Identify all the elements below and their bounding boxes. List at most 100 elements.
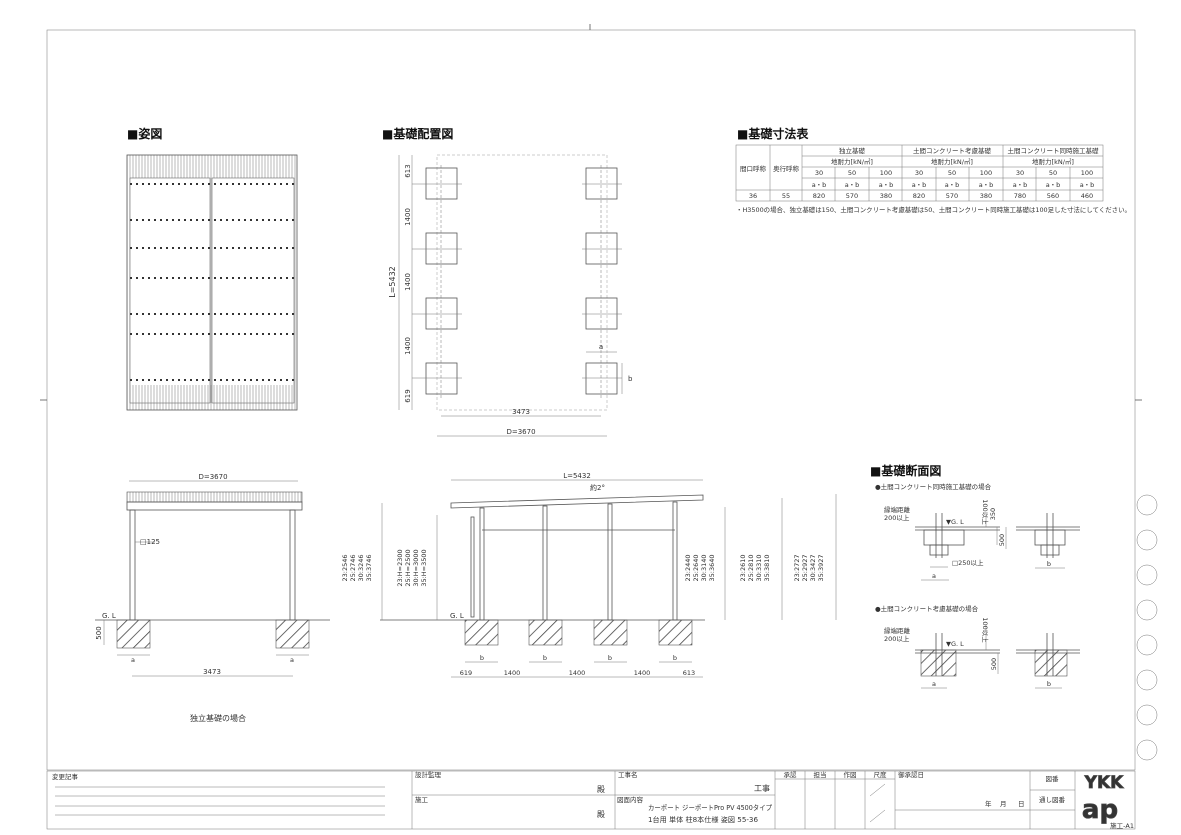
th-ab: a・b (879, 181, 894, 189)
case2-label: ●土間コンクリート考慮基礎の場合 (875, 604, 979, 613)
svg-text:YKK: YKK (1084, 773, 1124, 793)
height-label: 23:2440 (684, 554, 692, 581)
table-cell: 570 (846, 192, 858, 200)
heading-layout: ■基礎配置図 (382, 126, 453, 141)
svg-text:ap: ap (1082, 795, 1118, 825)
th-width: 間口呼称 (740, 164, 767, 173)
dim-span: 3473 (203, 668, 221, 676)
table-cell: 570 (946, 192, 958, 200)
edge-min: 200以上 (884, 513, 910, 522)
height-label: 25:2927 (801, 554, 809, 581)
table-cell: 780 (1014, 192, 1026, 200)
th-load: 100 (980, 169, 992, 177)
drawing-content-label: 図面内容 (617, 795, 644, 804)
th-bearing: 地耐力[kN/㎡] (1032, 157, 1074, 166)
stamp-label: 尺度 (874, 770, 888, 779)
table-note: ・H3500の場合、独立基礎は150、土間コンクリート考慮基礎は50、土間コンク… (736, 205, 1131, 214)
dim-depth: D=3670 (506, 428, 535, 436)
height-label: 25:2810 (747, 554, 755, 581)
th-ab: a・b (845, 181, 860, 189)
project-suffix: 工事 (754, 783, 770, 793)
foundation-section-detail: ●土間コンクリート同時施工基礎の場合 ●土間コンクリート考慮基礎の場合 縁端距離… (875, 482, 1080, 689)
th-depth: 奥行呼称 (773, 164, 800, 173)
dim-b: b (1047, 560, 1051, 568)
date-year: 年 (985, 799, 992, 808)
dim-spacing: 1400 (404, 337, 412, 355)
base-250: □250以上 (952, 558, 984, 567)
height-label: 23:H=2300 (396, 549, 404, 586)
dim-b: b (480, 654, 484, 662)
side-caption: 独立基礎の場合 (190, 713, 246, 723)
th-ab: a・b (1080, 181, 1095, 189)
dim-bottom: 1400 (634, 669, 651, 677)
stamp-label: 担当 (814, 770, 827, 779)
dim-b: b (628, 375, 633, 383)
height-label: 35:3810 (763, 554, 771, 581)
honorific: 殿 (597, 785, 605, 794)
th-ab: a・b (912, 181, 927, 189)
project-name-label: 工事名 (618, 770, 638, 779)
dim-b: b (673, 654, 677, 662)
case1-label: ●土間コンクリート同時施工基礎の場合 (875, 482, 992, 491)
title-block: 変更記事 設計監理 殿 施工 殿 工事名 工事 図面内容 カーポート ジーポート… (46, 770, 1136, 830)
dim-500: 500 (998, 534, 1006, 546)
height-label: 30:3246 (357, 554, 365, 581)
table-cell: 36 (749, 192, 757, 200)
sheet-number: 施工-A1 (1110, 821, 1134, 830)
dim-length: L=5432 (388, 266, 397, 298)
dim-spacing: 613 (404, 164, 412, 177)
foundation-dimension-table: 間口呼称 奥行呼称 独立基礎 土間コンクリート考慮基礎 土間コンクリート同時施工… (735, 144, 1131, 214)
revision-circles (1136, 494, 1158, 761)
dim-a: a (131, 656, 135, 664)
th-load: 50 (948, 169, 956, 177)
dim-a: a (599, 343, 603, 351)
construction-label: 施工 (415, 795, 429, 804)
height-label: 30:3427 (809, 554, 817, 581)
min-100: 100以上 (981, 617, 990, 643)
dim-b: b (543, 654, 547, 662)
th-load: 30 (1016, 169, 1024, 177)
th-group: 土間コンクリート考慮基礎 (913, 146, 992, 155)
th-load: 30 (815, 169, 823, 177)
min-100: 100以上 (981, 499, 990, 525)
serial-no-label: 通し図番 (1039, 795, 1066, 804)
date-day: 日 (1018, 800, 1025, 808)
dim-post-span: 3473 (512, 408, 530, 416)
table-cell: 820 (913, 192, 925, 200)
design-supervision-label: 設計監理 (415, 770, 442, 779)
height-label: 23:2727 (793, 554, 801, 581)
dim-b: b (1047, 680, 1051, 688)
approval-date-label: 御承認日 (898, 770, 924, 779)
th-load: 100 (1081, 169, 1093, 177)
edge-min: 200以上 (884, 634, 910, 643)
dim-bottom: 1400 (504, 669, 521, 677)
height-label: 25:H=2500 (404, 549, 412, 586)
th-bearing: 地耐力[kN/㎡] (831, 157, 873, 166)
th-load: 50 (1049, 169, 1057, 177)
stamp-label: 作図 (844, 770, 857, 779)
th-load: 100 (880, 169, 892, 177)
dim-a: a (932, 572, 936, 580)
table-cell: 55 (782, 192, 790, 200)
dim-b: b (608, 654, 612, 662)
th-ab: a・b (812, 181, 827, 189)
height-label: 30:H=3000 (412, 549, 420, 586)
table-cell: 460 (1081, 192, 1093, 200)
dim-500: 500 (990, 658, 998, 670)
dim-a: a (932, 680, 936, 688)
dim-spacing: 1400 (404, 208, 412, 226)
th-load: 30 (915, 169, 923, 177)
height-label: 35:3640 (708, 554, 716, 581)
roof-slope: 約2° (590, 483, 605, 492)
dim-bottom: 619 (460, 669, 472, 677)
height-label: 35:3746 (365, 554, 373, 581)
th-group: 土間コンクリート同時施工基礎 (1008, 146, 1100, 155)
honorific: 殿 (597, 810, 605, 819)
stamp-label: 承認 (784, 770, 798, 779)
ykk-ap-logo: YKK ap (1082, 773, 1125, 826)
drawing-content-line1: カーポート ジーポートPro PV 4500タイプ (648, 803, 772, 812)
dim-spacing: 1400 (404, 273, 412, 291)
th-bearing: 地耐力[kN/㎡] (931, 157, 973, 166)
table-cell: 560 (1047, 192, 1059, 200)
